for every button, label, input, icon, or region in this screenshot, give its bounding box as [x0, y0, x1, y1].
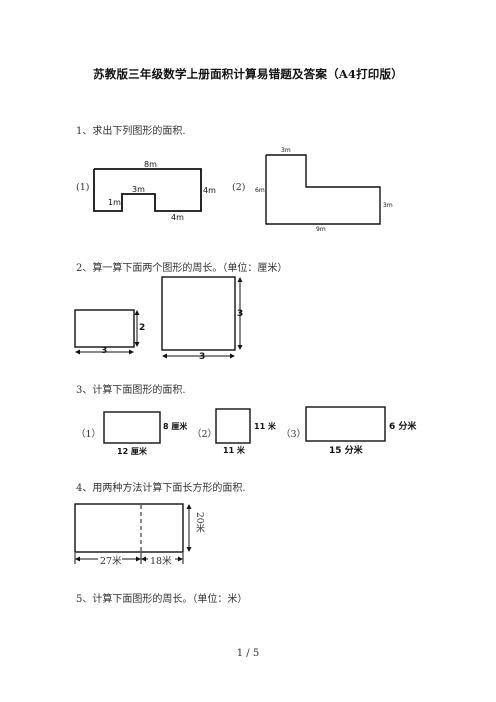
page-title: 苏教版三年级数学上册面积计算易错题及答案（A4打印版）: [93, 67, 403, 81]
q1-fig1-bottom-label: 4m: [171, 213, 184, 222]
q3-fig2-width-label: 11 米: [223, 446, 245, 455]
q3-fig1-width-label: 12 厘米: [117, 447, 147, 456]
q3-fig2-height-label: 11 米: [254, 422, 276, 431]
q4-left-width-label: 27米: [100, 556, 122, 567]
q1-fig1-notch-label: 1m: [108, 198, 121, 207]
q3-fig1-height-label: 8 厘米: [163, 422, 188, 431]
q1-fig2-top-label: 3m: [281, 147, 291, 154]
q1-fig1-right-label: 4m: [203, 186, 216, 195]
question-3-text: 3、计算下面图形的面积.: [76, 385, 186, 396]
q1-fig2-bottom-label: 9m: [316, 226, 326, 233]
q1-fig1-top-label: 8m: [144, 160, 157, 169]
q2-square-height-label: 3: [237, 309, 244, 319]
q2-square-width-label: 3: [199, 352, 206, 362]
q1-fig2-left-label: 6m: [255, 187, 265, 194]
q1-fig1-inner-label: 3m: [132, 185, 145, 194]
question-2-text: 2、算一算下面两个图形的周长。（单位：厘米）: [76, 263, 288, 274]
question-4-text: 4、用两种方法计算下面长方形的面积.: [76, 483, 246, 494]
q4-height-label: 20米: [194, 512, 204, 533]
q3-fig3-height-label: 6 分米: [389, 422, 417, 432]
question-1-text: 1、求出下列图形的面积.: [76, 126, 186, 137]
q3-fig1-tag: （1）: [76, 429, 102, 440]
q3-fig2-tag: （2）: [192, 429, 218, 440]
question-5-text: 5、计算下面图形的周长。（单位：米）: [76, 594, 248, 605]
q4-right-width-label: 18米: [150, 556, 172, 567]
page-number: 1 / 5: [236, 648, 260, 659]
q1-fig2-right-label: 3m: [383, 202, 393, 209]
q3-fig3-width-label: 15 分米: [329, 446, 363, 456]
q2-rect-width-label: 3: [101, 346, 108, 356]
q1-fig1-tag: (1): [76, 182, 90, 193]
q2-rect-height-label: 2: [139, 323, 146, 333]
q3-fig3-tag: （3）: [281, 429, 307, 440]
q1-fig2-tag: (2): [232, 182, 246, 193]
